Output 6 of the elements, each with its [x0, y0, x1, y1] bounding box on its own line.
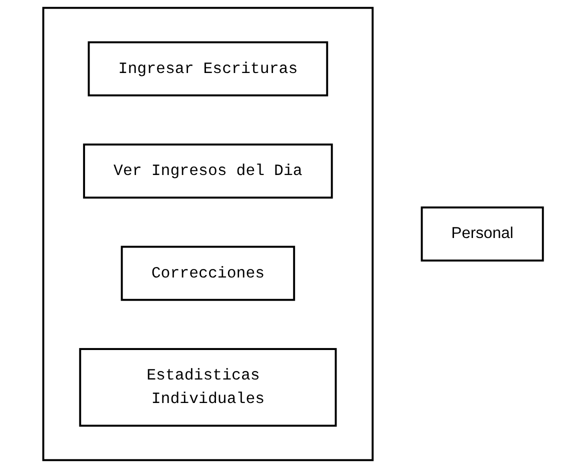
- node-box: Estadisticas Individuales: [80, 348, 338, 427]
- cluster: [42, 6, 374, 462]
- node-box: Ingresar Escrituras: [88, 41, 329, 96]
- node-box: Correcciones: [121, 246, 296, 301]
- node-box: Personal: [421, 206, 544, 262]
- node-box: Ver Ingresos del Dia: [84, 144, 334, 199]
